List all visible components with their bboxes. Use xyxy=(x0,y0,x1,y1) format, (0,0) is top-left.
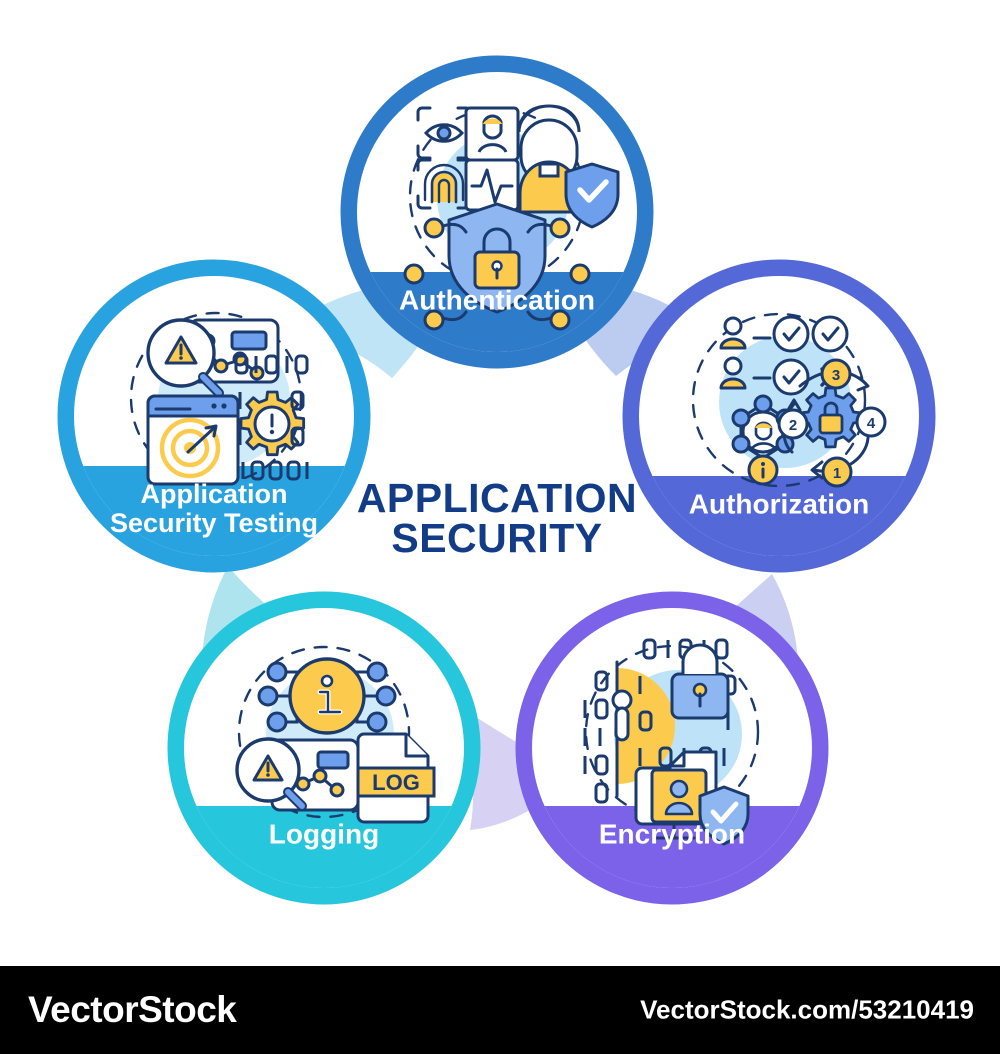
ast-icon xyxy=(129,311,309,486)
authentication-icon xyxy=(403,104,620,331)
encryption-ring xyxy=(515,591,829,905)
node-encryption[interactable]: Encryption xyxy=(515,591,829,905)
authorization-label: Authorization xyxy=(689,488,869,519)
svg-text:1: 1 xyxy=(833,465,841,482)
authorization-icon: 3 4 1 2 xyxy=(691,312,887,488)
svg-text:4: 4 xyxy=(867,415,876,432)
svg-text:2: 2 xyxy=(789,417,797,434)
authentication-ring xyxy=(340,55,654,369)
infographic-canvas: Application Security Testing xyxy=(57,55,936,905)
center-title: APPLICATION SECURITY xyxy=(357,475,637,561)
node-application-security-testing[interactable]: Application Security Testing xyxy=(57,259,371,573)
log-file-text: LOG xyxy=(372,770,420,795)
authorization-ring xyxy=(622,259,936,573)
node-authorization[interactable]: 3 4 1 2 Authorization xyxy=(622,259,936,573)
center-title-line2: SECURITY xyxy=(391,515,602,561)
authentication-label: Authentication xyxy=(399,284,595,315)
svg-text:3: 3 xyxy=(832,367,840,384)
node-authentication[interactable]: Authentication xyxy=(340,55,654,369)
application-security-diagram: Application Security Testing xyxy=(57,55,936,905)
vectorstock-url: VectorStock.com/53210419 xyxy=(640,994,974,1025)
logging-ring xyxy=(167,591,481,905)
ast-label-line1: Application xyxy=(141,479,288,509)
node-logging[interactable]: LOG Logging xyxy=(167,591,481,905)
ast-ring xyxy=(57,259,371,573)
logging-icon: LOG xyxy=(235,645,436,824)
encryption-label: Encryption xyxy=(599,818,745,849)
center-title-line1: APPLICATION xyxy=(357,475,637,521)
logging-label: Logging xyxy=(269,818,379,849)
encryption-icon xyxy=(583,638,760,846)
vectorstock-brand: VectorStock xyxy=(28,989,237,1030)
ast-label-line2: Security Testing xyxy=(110,508,318,538)
watermark-footer: VectorStock VectorStock.com/53210419 xyxy=(0,966,1000,1054)
